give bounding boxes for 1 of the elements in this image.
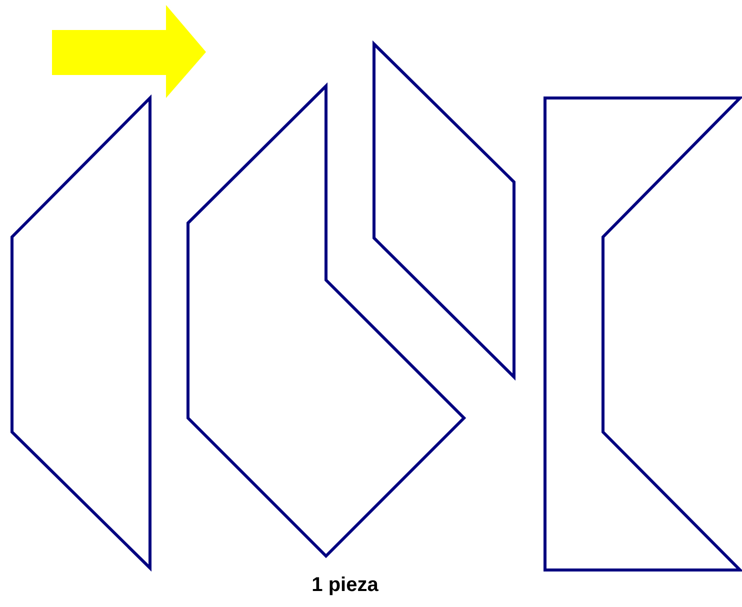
caption-label: 1 pieza	[312, 574, 378, 596]
